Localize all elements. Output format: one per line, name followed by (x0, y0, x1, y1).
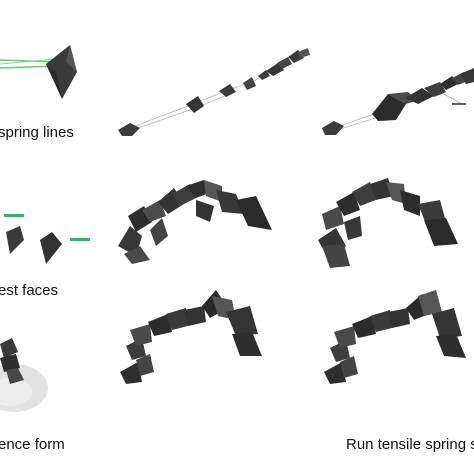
marker (70, 238, 90, 241)
step-reference-form-chain (120, 290, 262, 384)
step-spring-lines-original (0, 45, 77, 99)
step-closest-faces-chain (118, 180, 272, 264)
step-closest-faces-result (318, 178, 458, 268)
step-run-tensile-result (324, 290, 466, 384)
caption-reference-form: ence form (0, 437, 65, 452)
step-spring-lines-chain (118, 48, 310, 136)
step-spring-lines-result (322, 68, 474, 135)
step-reference-form (0, 338, 48, 412)
caption-closest-faces: est faces (0, 283, 58, 298)
caption-run-tensile: Run tensile spring si (346, 437, 474, 452)
panel (6, 226, 24, 254)
panel (40, 232, 62, 264)
caption-spring-lines: spring lines (0, 125, 74, 140)
step-closest-faces-original (4, 214, 90, 264)
marker (4, 214, 24, 217)
